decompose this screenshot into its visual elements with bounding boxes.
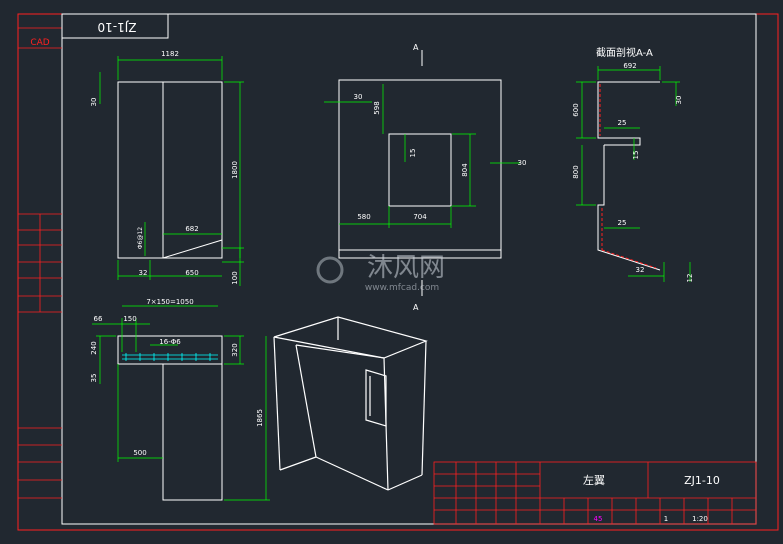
dim-front-top: 30 [90,98,98,107]
watermark-cn: 沐风网 [367,253,445,283]
dim-sec-mid2: 15 [632,151,640,160]
dim-front-bottom1: 32 [139,269,148,277]
section-dims [576,66,691,282]
dim-front-inner: 682 [185,225,198,233]
dim-rebar-left: 66 [94,315,103,323]
watermark-logo [316,256,344,284]
title-block-scale: 1:20 [692,515,708,523]
front-view[interactable] [117,81,223,259]
dim-plan-inner-h: 804 [461,163,469,177]
code-box-text: ZJ1-10 [98,20,137,34]
cad-tag: CAD [30,38,49,48]
dim-sec-mid1: 25 [618,119,627,127]
dim-sec-left-top: 600 [572,103,580,116]
rebar-view[interactable] [117,335,223,501]
left-margin-strip [18,27,62,499]
dim-rebar-gap: 150 [123,315,136,323]
dim-rebar-base: 500 [133,449,146,457]
dim-plan-bot-r: 704 [413,213,427,221]
rebar-bars [122,353,218,361]
dim-front-side: 100 [231,271,239,284]
section-marker-bottom: A [413,303,419,312]
title-block-sheet: 1 [664,515,668,523]
dim-rebar-count: 16-Φ6 [159,338,181,346]
dim-front-width: 1182 [161,50,179,58]
dim-sec-mid3: 25 [618,219,627,227]
watermark-url: www.mfcad.com [365,283,439,293]
title-block-qty: 45 [594,515,603,523]
front-view-dims [99,56,244,286]
dim-sec-left-mid: 800 [572,165,580,178]
dim-sec-top: 692 [623,62,636,70]
dim-rebar-h2: 320 [231,343,239,356]
dim-plan-bot-l: 580 [357,213,370,221]
section-profile-red [599,84,657,269]
dim-plan-inner-w: 15 [409,149,417,158]
dim-plan-top: 598 [373,101,381,114]
section-marker-top: A [413,43,419,52]
inner-frame [61,13,757,525]
plan-view[interactable] [338,79,502,259]
title-block [433,461,757,525]
dim-rebar-h1: 240 [90,341,98,354]
dim-sec-bot: 32 [636,266,645,274]
dim-rebar-total: 1865 [256,409,264,427]
dim-front-bar: Φ6@12 [137,227,144,249]
section-title: 截面剖视A-A [596,46,653,59]
dim-rebar-spacing: 7×150=1050 [146,298,193,306]
rebar-dims [92,305,270,501]
title-block-name: 左翼 [583,474,605,487]
dim-front-height: 1800 [231,161,239,179]
isometric-view[interactable] [273,316,428,491]
dim-sec-bot-r: 12 [686,274,694,283]
code-box [61,13,169,39]
dim-front-bottom2: 650 [185,269,198,277]
dim-rebar-h3: 35 [90,374,98,383]
dim-plan-left: 30 [354,93,363,101]
dim-plan-right: 30 [518,159,527,167]
plan-view-dims [324,84,520,228]
title-block-code: ZJ1-10 [684,474,720,487]
dim-sec-top-r: 30 [675,96,683,105]
